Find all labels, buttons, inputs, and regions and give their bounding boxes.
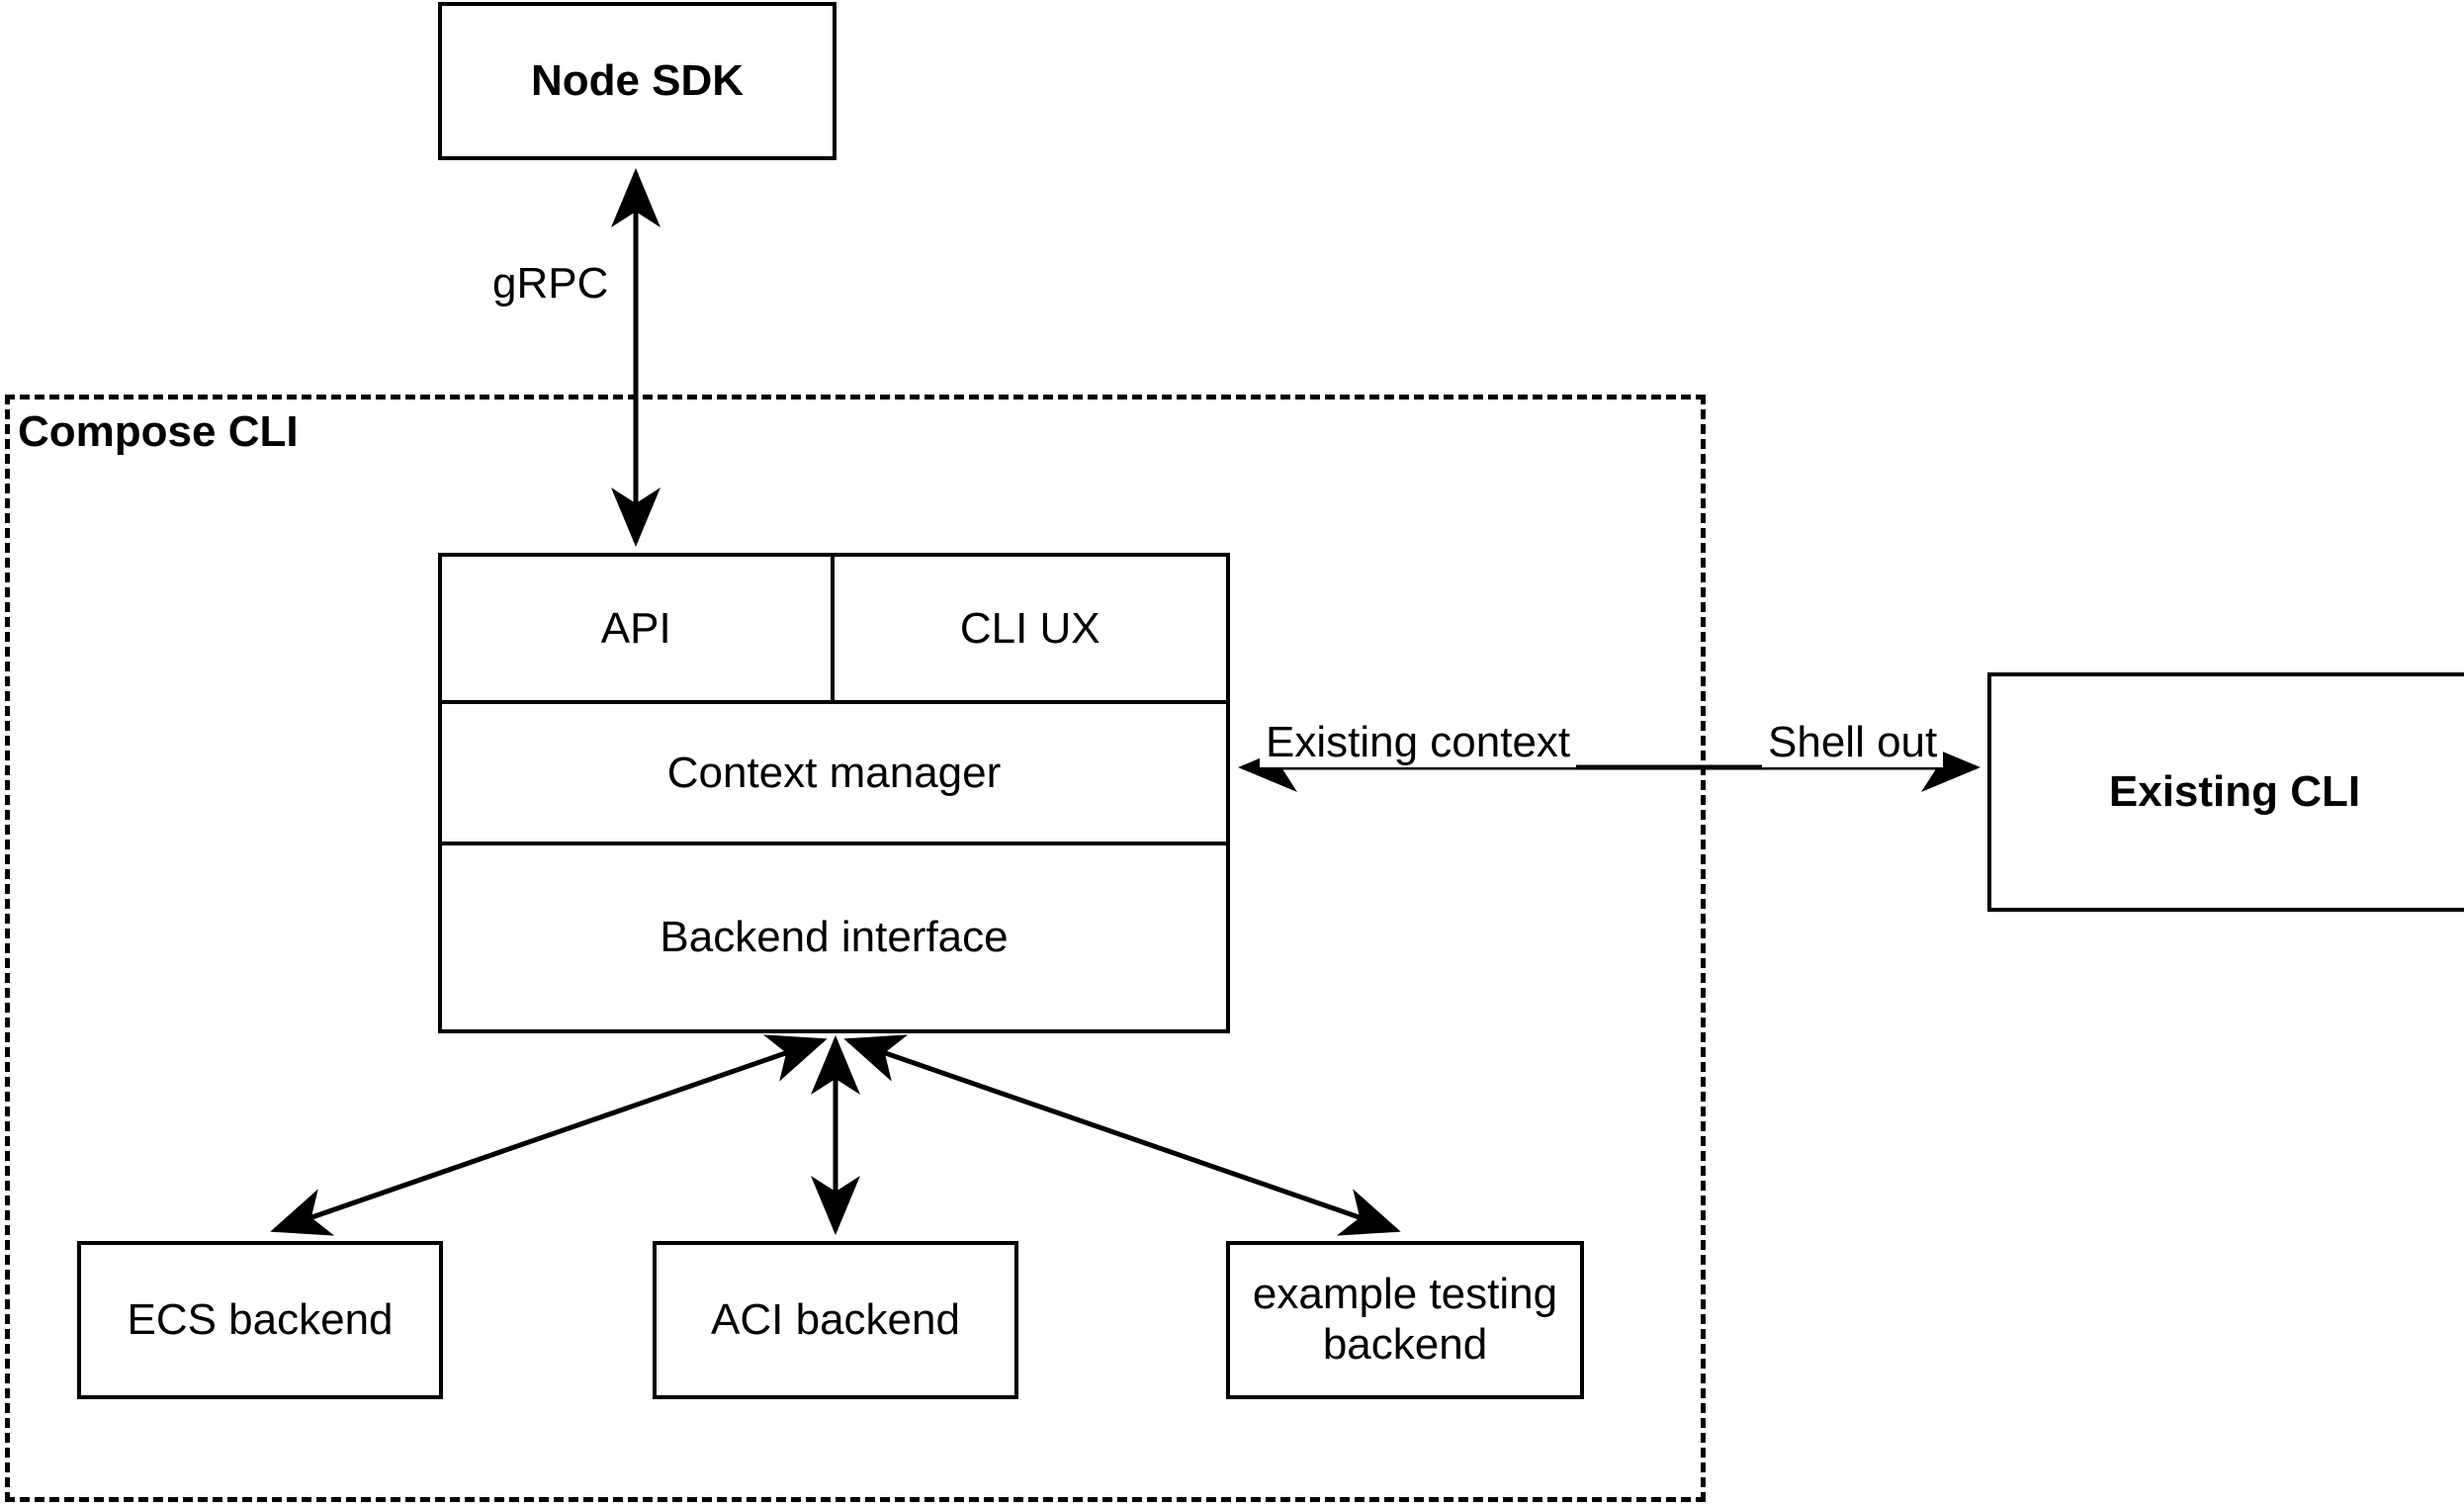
node-backend-interface[interactable]: Backend interface [442, 845, 1226, 1029]
node-api-label: API [600, 603, 671, 653]
edge-label-grpc: gRPC [486, 259, 615, 309]
node-context-manager-label: Context manager [666, 748, 1002, 797]
compose-cli-core-stack: API CLI UX Context manager Backend inter… [438, 553, 1230, 1033]
core-stack-row-middle: Context manager [442, 704, 1226, 845]
core-stack-row-top: API CLI UX [442, 557, 1226, 704]
node-node-sdk[interactable]: Node SDK [438, 2, 836, 160]
group-compose-cli-label: Compose CLI [18, 407, 299, 456]
edge-label-shell-out: Shell out [1762, 718, 1944, 767]
node-example-testing-backend-line2: backend [1322, 1320, 1488, 1369]
node-aci-backend[interactable]: ACI backend [653, 1241, 1018, 1399]
node-ecs-backend[interactable]: ECS backend [77, 1241, 443, 1399]
node-existing-cli-label: Existing CLI [2108, 766, 2361, 816]
node-backend-interface-label: Backend interface [660, 913, 1009, 961]
node-aci-backend-label: ACI backend [711, 1294, 960, 1344]
core-stack-row-bottom: Backend interface [442, 845, 1226, 1029]
node-context-manager[interactable]: Context manager [442, 704, 1226, 842]
node-node-sdk-label: Node SDK [530, 55, 745, 105]
node-api[interactable]: API [442, 557, 835, 700]
node-ecs-backend-label: ECS backend [127, 1294, 394, 1344]
edge-label-existing-context: Existing context [1260, 718, 1577, 767]
node-example-testing-backend-label: example testing backend [1253, 1270, 1557, 1370]
group-compose-cli [5, 395, 1706, 1502]
node-example-testing-backend[interactable]: example testing backend [1226, 1241, 1584, 1399]
node-existing-cli[interactable]: Existing CLI [1987, 672, 2464, 912]
node-cli-ux-label: CLI UX [959, 603, 1100, 653]
node-cli-ux[interactable]: CLI UX [835, 557, 1227, 700]
node-example-testing-backend-line1: example testing [1252, 1270, 1558, 1319]
